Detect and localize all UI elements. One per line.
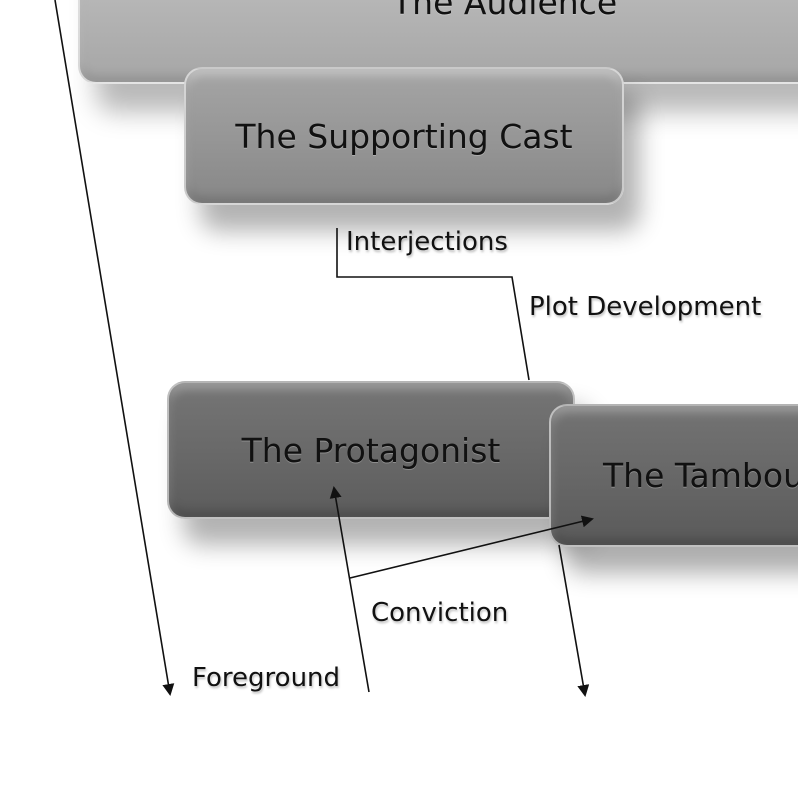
- edge-label-foreground: Foreground: [192, 663, 341, 693]
- edge-audience-to-foreground: [54, 0, 175, 696]
- node-the-protagonist-label: The Protagonist: [241, 430, 501, 470]
- node-the-tambour-label: The Tambou: [603, 456, 798, 495]
- node-the-tambour[interactable]: The Tambou: [549, 404, 798, 547]
- edge-label-conviction: Conviction: [371, 598, 509, 628]
- node-the-audience-label: The Audience: [392, 0, 618, 22]
- node-the-protagonist[interactable]: The Protagonist: [167, 381, 575, 519]
- edge-label-plot-development: Plot Development: [529, 292, 762, 322]
- edge-label-interjections: Interjections: [346, 227, 508, 257]
- node-the-supporting-cast[interactable]: The Supporting Cast: [184, 67, 624, 205]
- node-the-supporting-cast-label: The Supporting Cast: [235, 116, 573, 156]
- edge-tambour-down: [558, 544, 590, 697]
